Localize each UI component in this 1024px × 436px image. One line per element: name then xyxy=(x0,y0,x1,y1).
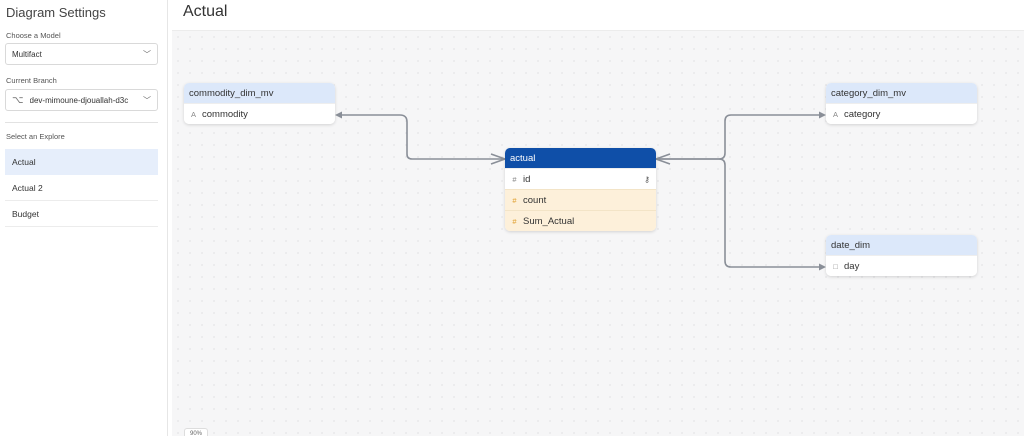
arrowhead-date xyxy=(819,263,826,271)
relationship-edges xyxy=(335,111,826,271)
node-title: category_dim_mv xyxy=(826,83,977,103)
node-actual[interactable]: actual # id ⚷ # count # Sum_Actual xyxy=(505,148,656,231)
model-label: Choose a Model xyxy=(6,31,61,40)
explore-item-actual[interactable]: Actual xyxy=(5,149,158,175)
node-date-dim[interactable]: date_dim □ day xyxy=(826,235,977,276)
node-title: commodity_dim_mv xyxy=(184,83,335,103)
text-type-icon: A xyxy=(190,109,196,119)
field-name: Sum_Actual xyxy=(523,215,575,227)
branch-label: Current Branch xyxy=(6,76,57,85)
chevron-down-icon: ﹀ xyxy=(143,49,151,59)
sidebar-divider xyxy=(5,122,158,123)
zoom-indicator[interactable]: 90% xyxy=(184,428,208,436)
field-row[interactable]: # id ⚷ xyxy=(505,168,656,189)
number-type-icon: # xyxy=(512,195,517,205)
field-row[interactable]: A commodity xyxy=(184,103,335,124)
git-branch-icon: ⌥ xyxy=(12,94,24,106)
explore-item-actual-2[interactable]: Actual 2 xyxy=(5,175,158,201)
number-type-icon: # xyxy=(512,174,517,184)
measure-row[interactable]: # Sum_Actual xyxy=(505,210,656,231)
edge-actual-category xyxy=(656,114,823,160)
text-type-icon: A xyxy=(832,109,838,119)
diagram-canvas[interactable]: commodity_dim_mv A commodity actual # id… xyxy=(172,30,1024,436)
sidebar-title: Diagram Settings xyxy=(6,5,106,20)
field-name: category xyxy=(844,108,881,120)
main-panel: Actual xyxy=(169,0,1024,436)
node-title: actual xyxy=(505,148,656,168)
model-select-value: Multifact xyxy=(12,49,42,59)
number-type-icon: # xyxy=(512,216,517,226)
arrowhead-commodity xyxy=(335,111,342,119)
branch-select-value: dev-mimoune-djouallah-d3c xyxy=(29,95,129,105)
explore-label: Select an Explore xyxy=(6,132,65,141)
key-icon: ⚷ xyxy=(644,174,650,184)
explore-item-budget[interactable]: Budget xyxy=(5,201,158,227)
explore-list: Actual Actual 2 Budget xyxy=(5,149,158,227)
chevron-down-icon: ﹀ xyxy=(143,95,151,105)
branch-select[interactable]: ⌥ dev-mimoune-djouallah-d3c ﹀ xyxy=(5,89,158,111)
edge-actual-date xyxy=(656,158,823,268)
field-name: commodity xyxy=(202,108,248,120)
field-row[interactable]: □ day xyxy=(826,255,977,276)
field-name: count xyxy=(523,194,547,206)
edge-actual-commodity xyxy=(338,114,505,160)
arrowhead-category xyxy=(819,111,826,119)
node-commodity-dim-mv[interactable]: commodity_dim_mv A commodity xyxy=(184,83,335,124)
measure-row[interactable]: # count xyxy=(505,189,656,210)
field-name: day xyxy=(844,260,860,272)
node-title: date_dim xyxy=(826,235,977,255)
sidebar: Diagram Settings Choose a Model Multifac… xyxy=(0,0,168,436)
page-title: Actual xyxy=(183,3,228,20)
model-select[interactable]: Multifact ﹀ xyxy=(5,43,158,65)
node-category-dim-mv[interactable]: category_dim_mv A category xyxy=(826,83,977,124)
calendar-icon: □ xyxy=(833,261,838,271)
field-name: id xyxy=(523,173,531,185)
field-row[interactable]: A category xyxy=(826,103,977,124)
